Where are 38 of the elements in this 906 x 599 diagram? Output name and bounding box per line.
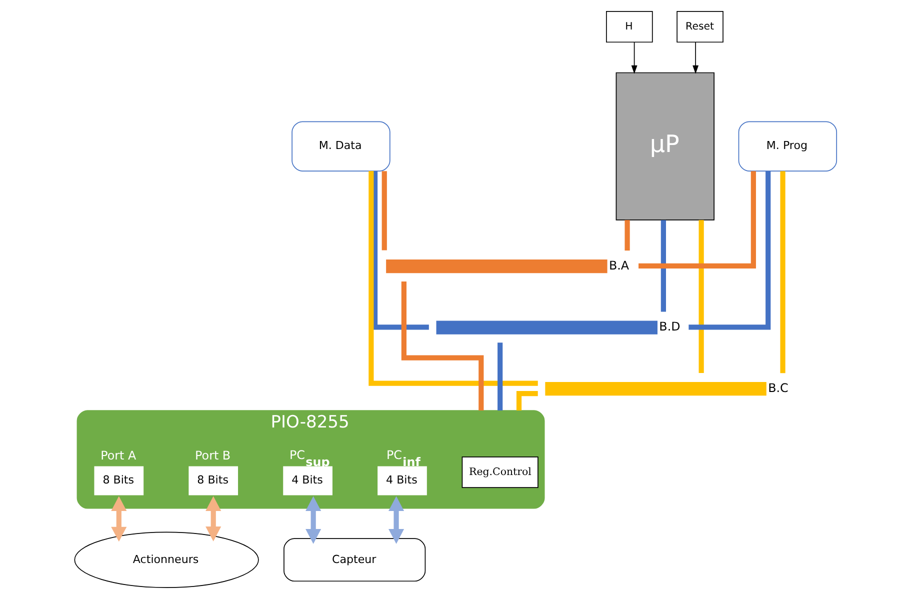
node-box: 4 Bits — [282, 466, 332, 496]
arrow — [110, 496, 126, 542]
node-box: 8 Bits — [188, 466, 238, 496]
connector — [688, 171, 770, 330]
node-bar — [386, 260, 607, 274]
arrow — [205, 496, 221, 542]
node-label: B.A — [608, 258, 629, 272]
node-box: 8 Bits — [94, 466, 144, 496]
connector — [381, 171, 386, 250]
node-box: Reg.Control — [461, 456, 538, 488]
node-box: Capteur — [283, 538, 426, 582]
node-box: 4 Bits — [377, 466, 426, 496]
connector — [638, 171, 756, 268]
node-label: Port B — [194, 448, 230, 463]
node-box: M. Data — [291, 121, 390, 172]
connector — [624, 220, 630, 251]
connector — [780, 171, 785, 374]
node-box: µP — [615, 72, 714, 220]
node-box: Reset — [676, 11, 723, 43]
node-box: M. Prog — [738, 121, 837, 172]
connector — [698, 220, 704, 374]
arrow — [388, 496, 404, 544]
connector — [660, 220, 666, 312]
connector — [516, 390, 538, 411]
connector — [497, 342, 502, 411]
arrow — [630, 42, 637, 74]
node-label: B.D — [658, 320, 680, 334]
node-bar — [544, 382, 766, 396]
connector — [372, 171, 428, 330]
node-bar — [436, 320, 657, 334]
connector — [400, 281, 484, 411]
node-label: B.C — [768, 380, 788, 395]
node-label: Port A — [100, 448, 136, 463]
connector — [368, 171, 538, 386]
arrow — [305, 496, 321, 544]
arrow — [692, 42, 698, 74]
node-ellipse: Actionneurs — [74, 532, 258, 588]
node-box: H — [606, 11, 652, 43]
